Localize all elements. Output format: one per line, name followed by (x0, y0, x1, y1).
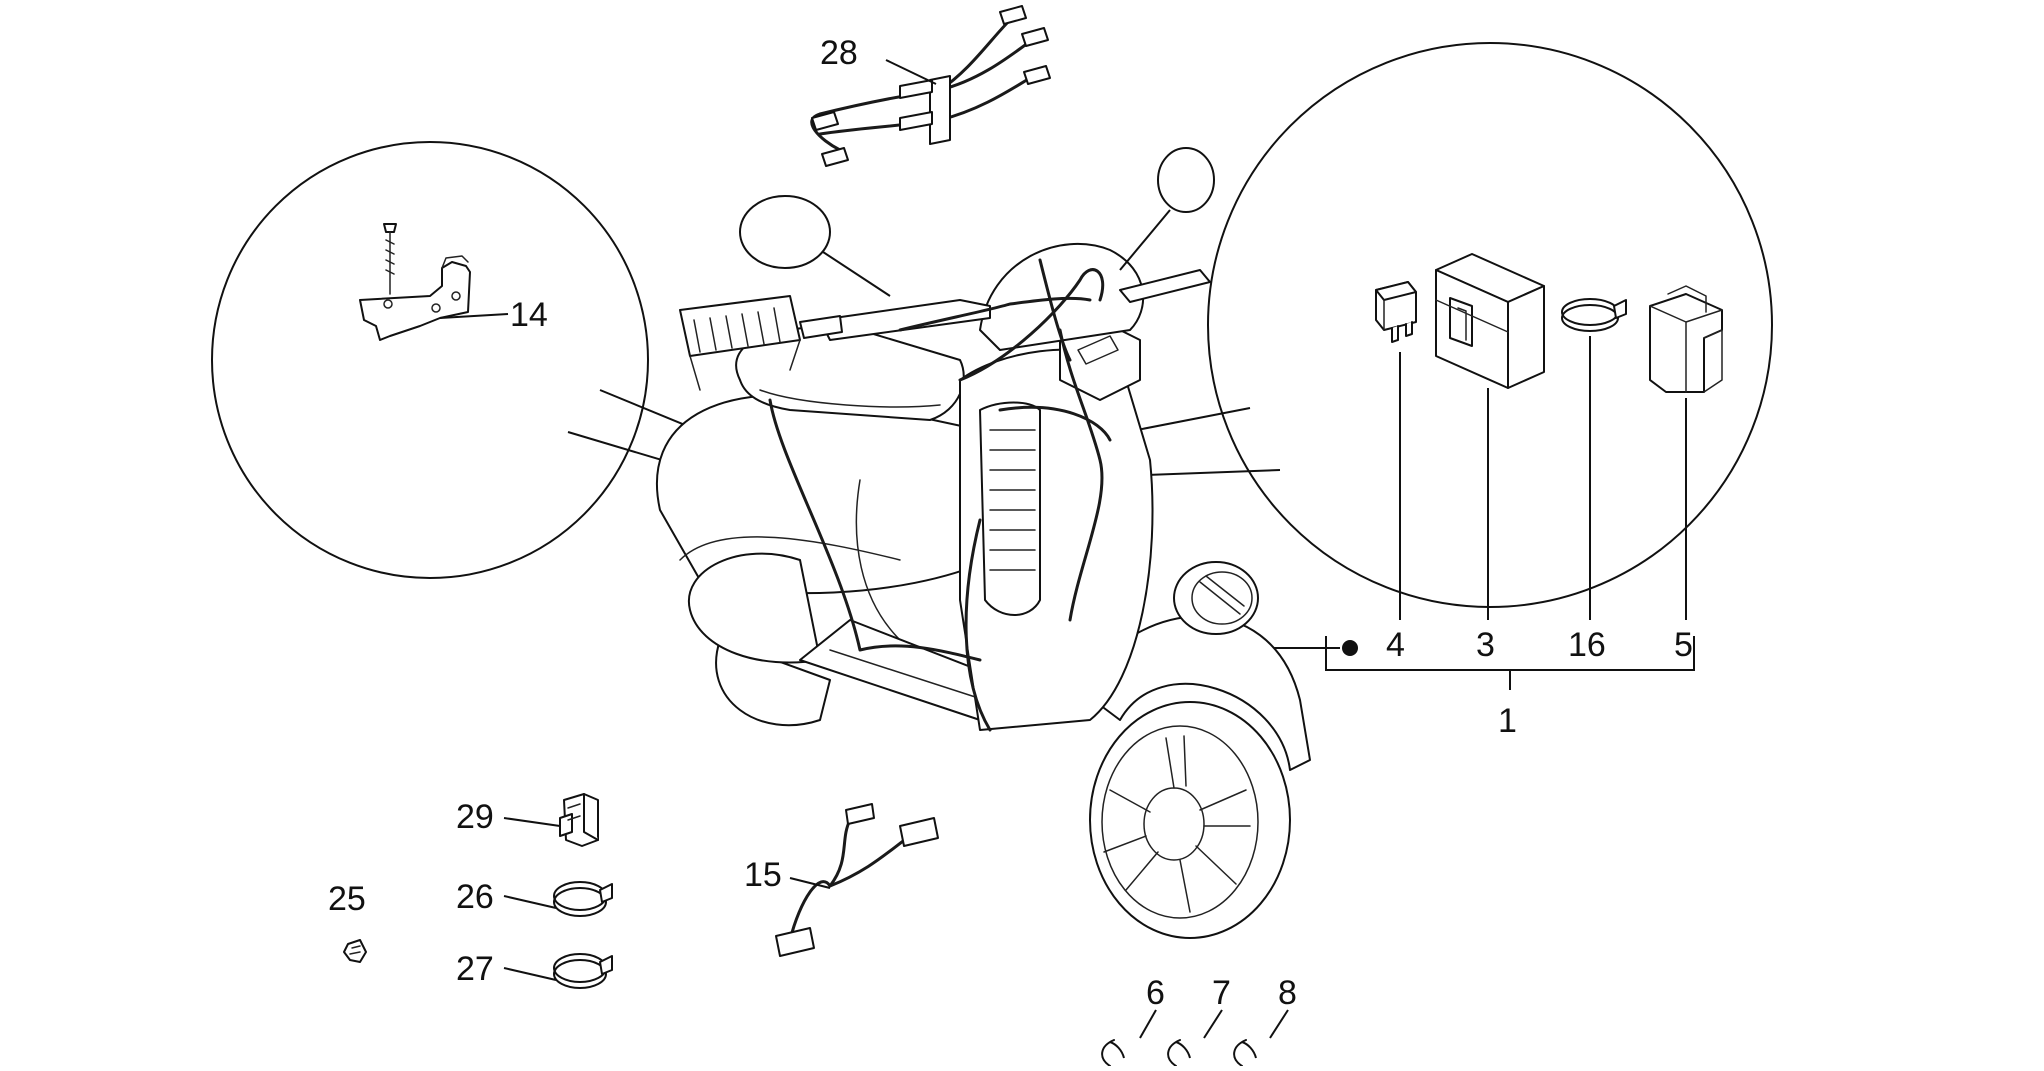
clamp-part-6: 6 (1101, 974, 1165, 1067)
callout-29: 29 (456, 798, 494, 836)
callout-27: 27 (456, 950, 494, 988)
callout-1: 1 (1498, 702, 1517, 740)
callout-4: 4 (1386, 626, 1405, 664)
clamp-part-8: 8 (1233, 974, 1297, 1067)
callout-25: 25 (328, 880, 366, 918)
callout-15: 15 (744, 856, 782, 894)
callout-28: 28 (820, 34, 858, 72)
clip-part-29: 29 (456, 793, 599, 847)
bullet-dot (1342, 640, 1358, 656)
harness-part-28: 28 (810, 5, 1051, 167)
callout-14: 14 (510, 296, 548, 334)
clip-part-25: 25 (328, 880, 367, 963)
fuse-part-4: 4 (1375, 281, 1417, 664)
relay-part-5: 5 (1649, 285, 1723, 664)
callout-26: 26 (456, 878, 494, 916)
callout-16: 16 (1568, 626, 1606, 664)
control-unit-part-3: 3 (1435, 253, 1545, 664)
callout-3: 3 (1476, 626, 1495, 664)
scooter-illustration (655, 147, 1311, 939)
cable-tie-part-16: 16 (1561, 298, 1627, 664)
cable-tie-part-26: 26 (456, 878, 613, 917)
bracket-part-14: 14 (359, 223, 548, 341)
callout-7: 7 (1212, 974, 1231, 1012)
wire-part-15: 15 (744, 803, 939, 957)
callout-6: 6 (1146, 974, 1165, 1012)
callout-5: 5 (1674, 626, 1693, 664)
clamp-part-7: 7 (1167, 974, 1231, 1067)
cable-tie-part-27: 27 (456, 950, 613, 989)
callout-8: 8 (1278, 974, 1297, 1012)
